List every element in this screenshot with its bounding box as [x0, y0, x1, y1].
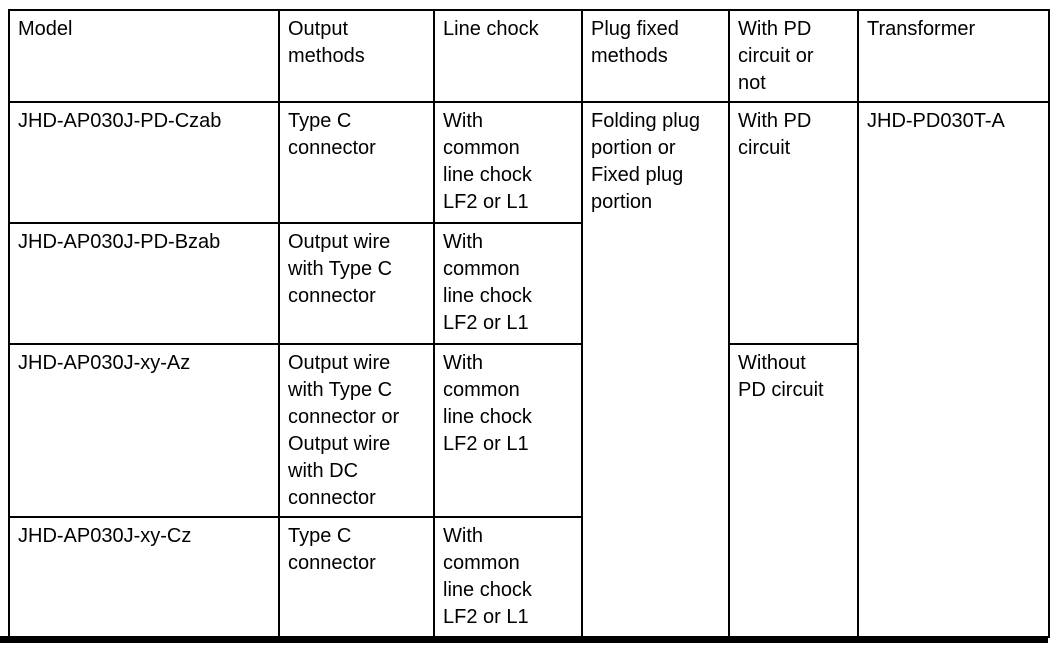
bottom-rule-divider	[0, 636, 1048, 643]
cell-model-2: JHD-AP030J-PD-Bzab	[8, 222, 280, 345]
cell-chock-2: With common line chock LF2 or L1	[433, 222, 583, 345]
cell-model-1: JHD-AP030J-PD-Czab	[8, 101, 280, 224]
cell-plug-fixed: Folding plug portion or Fixed plug porti…	[581, 101, 730, 638]
cell-with-pd-circuit: With PD circuit	[728, 101, 859, 345]
table-row: JHD-AP030J-PD-Czab Type C connector With…	[8, 101, 1050, 638]
spec-table: Model Output methods Line chock Plug fix…	[8, 9, 1050, 638]
header-model: Model	[8, 9, 280, 103]
cell-transformer: JHD-PD030T-A	[857, 101, 1050, 638]
header-row: Model Output methods Line chock Plug fix…	[8, 9, 1050, 103]
cell-output-2: Output wire with Type C connector	[278, 222, 435, 345]
header-output-methods: Output methods	[278, 9, 435, 103]
header-plug-fixed-methods: Plug fixed methods	[581, 9, 730, 103]
cell-output-3: Output wire with Type C connector or Out…	[278, 343, 435, 518]
table-row: JHD-AP030J-xy-Cz Type C connector With c…	[8, 516, 1049, 638]
cell-model-3: JHD-AP030J-xy-Az	[8, 343, 280, 518]
cell-output-4: Type C connector	[278, 516, 435, 638]
header-pd-circuit: With PD circuit or not	[728, 9, 859, 103]
table-row: JHD-AP030J-PD-Bzab Output wire with Type…	[8, 222, 1049, 345]
cell-chock-4: With common line chock LF2 or L1	[433, 516, 583, 638]
cell-model-4: JHD-AP030J-xy-Cz	[8, 516, 280, 638]
header-transformer: Transformer	[857, 9, 1050, 103]
cell-output-1: Type C connector	[278, 101, 435, 224]
cell-without-pd-circuit: Without PD circuit	[728, 343, 859, 638]
header-line-chock: Line chock	[433, 9, 583, 103]
cell-chock-1: With common line chock LF2 or L1	[433, 101, 583, 224]
cell-chock-3: With common line chock LF2 or L1	[433, 343, 583, 518]
